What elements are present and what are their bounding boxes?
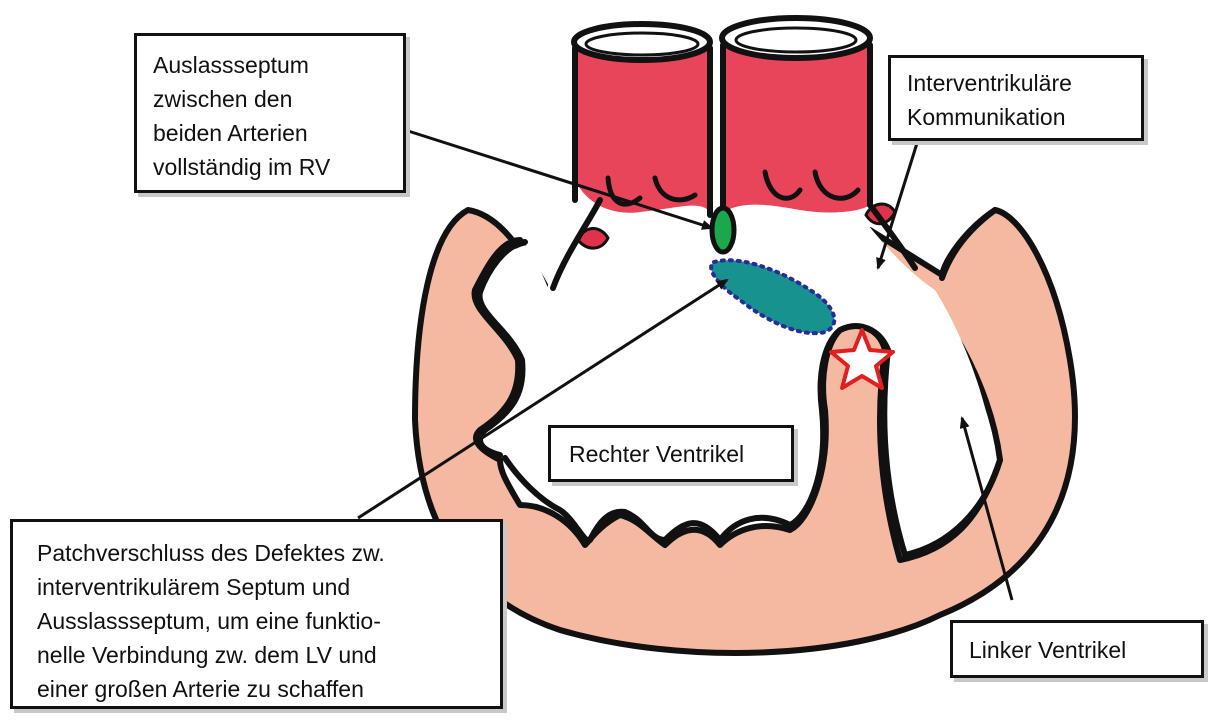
right-artery — [723, 45, 870, 212]
label-patch: Patchverschluss des Defektes zw. interve… — [10, 519, 503, 709]
left-artery — [575, 48, 710, 213]
label-right-ventricle: Rechter Ventrikel — [548, 425, 794, 482]
label-left-ventricle: Linker Ventrikel — [950, 620, 1204, 678]
label-outlet-septum: Auslassseptum zwischen den beiden Arteri… — [134, 33, 406, 193]
label-vsd: Interventrikuläre Kommunikation — [888, 55, 1144, 141]
outlet-septum — [712, 208, 734, 252]
